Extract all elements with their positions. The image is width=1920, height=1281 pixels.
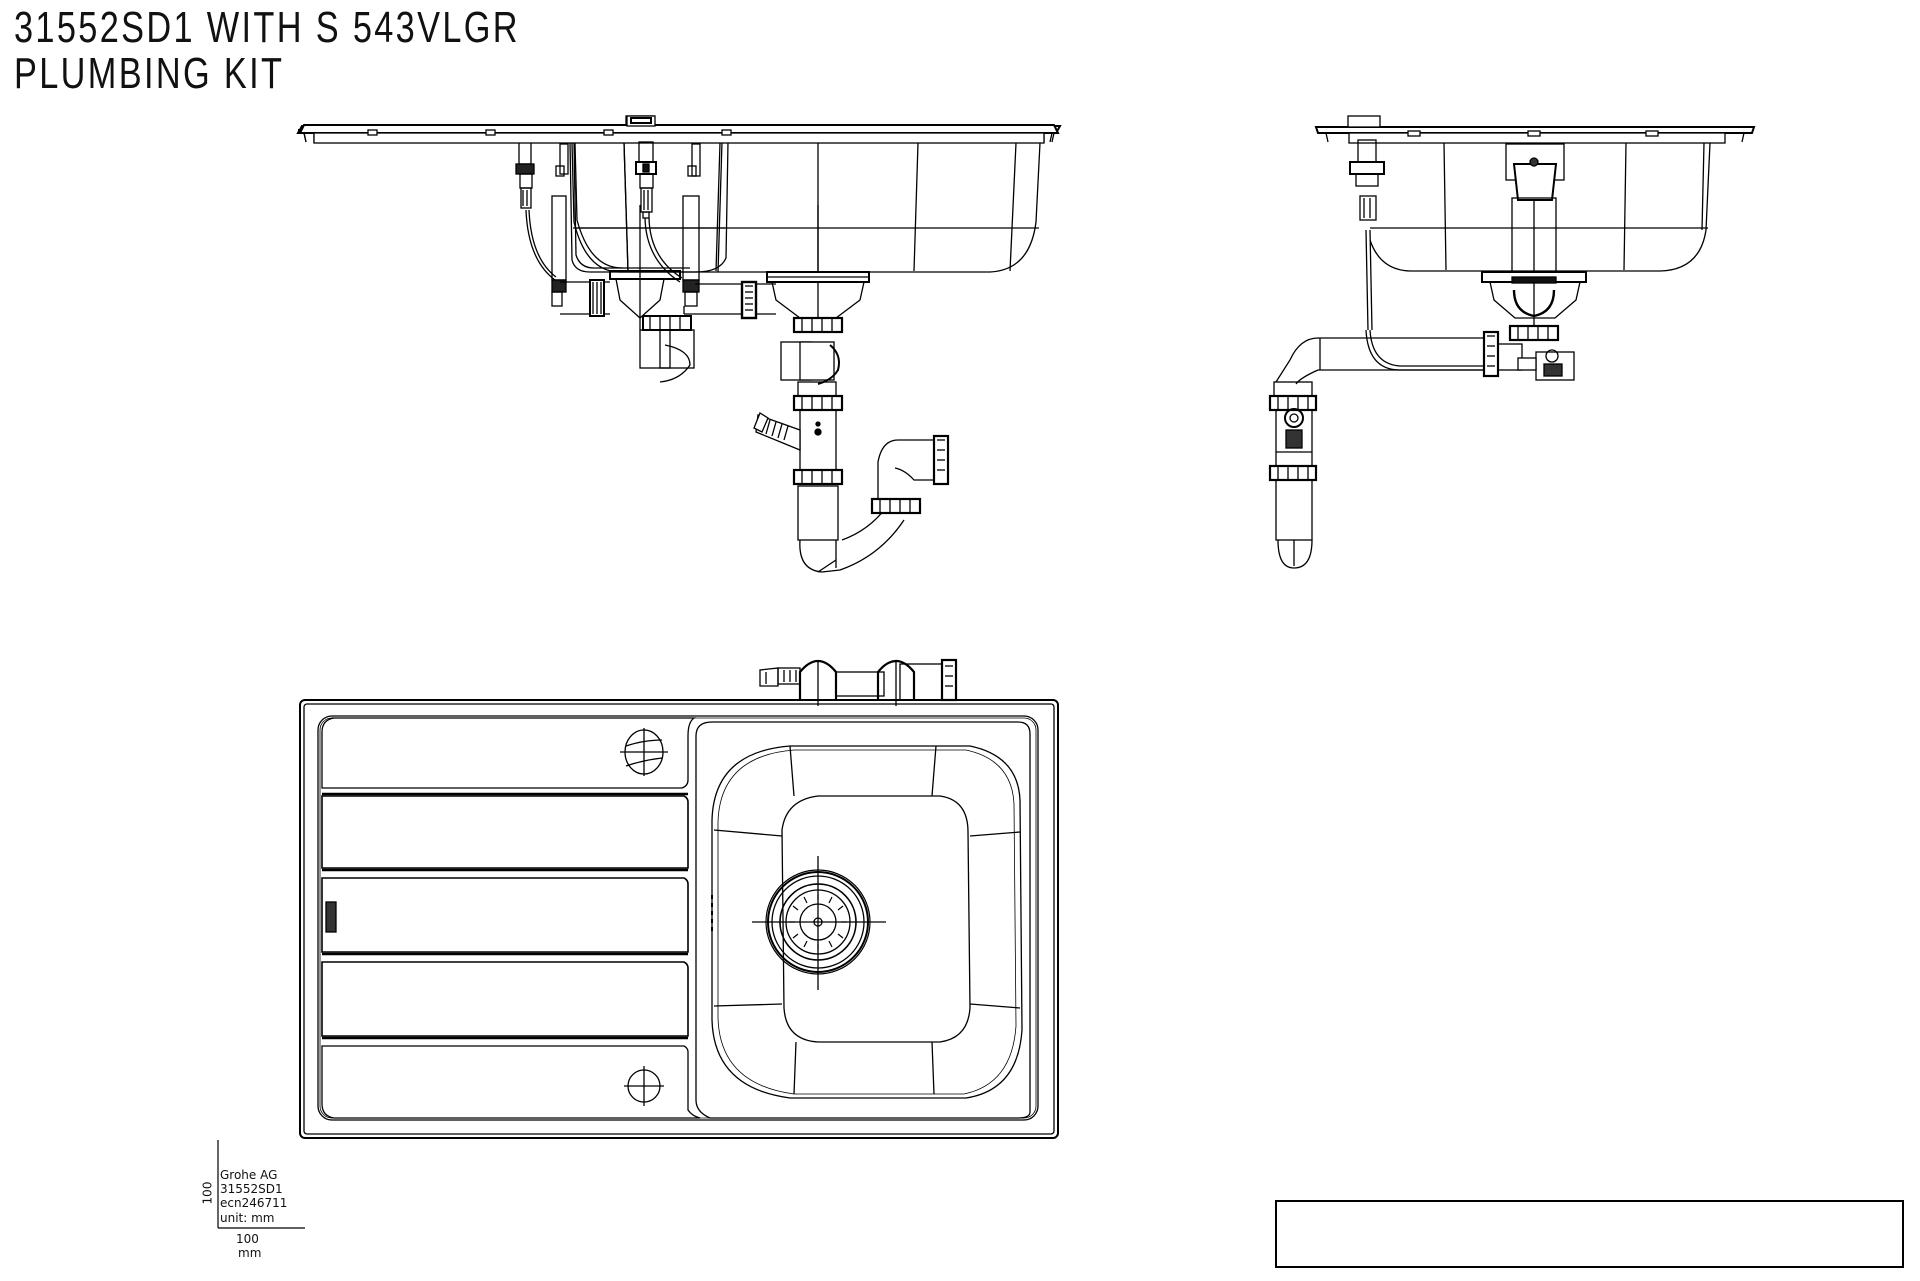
strainer <box>752 856 886 990</box>
sink-bowl <box>695 721 1031 1119</box>
legend-unit: unit: mm <box>220 1211 275 1225</box>
drawing-title-line1: 31552SD1 WITH S 543VLGR <box>14 3 520 52</box>
side-view <box>1268 115 1756 569</box>
drainer-board <box>321 717 701 1119</box>
plan-view <box>299 658 1059 1139</box>
scale-horizontal-label: 100 <box>236 1232 259 1246</box>
title-block-box <box>1275 1200 1904 1268</box>
legend-model: 31552SD1 <box>220 1182 283 1196</box>
scale-unit-label: mm <box>238 1246 262 1260</box>
scale-indicator <box>217 1140 305 1229</box>
legend-ecn: ecn246711 <box>220 1196 288 1210</box>
scale-vertical-label: 100 <box>200 1181 215 1205</box>
front-view <box>298 115 1060 573</box>
legend-company: Grohe AG <box>220 1168 278 1182</box>
drawing-title-line2: PLUMBING KIT <box>14 49 285 98</box>
plan-plumbing <box>759 658 958 706</box>
